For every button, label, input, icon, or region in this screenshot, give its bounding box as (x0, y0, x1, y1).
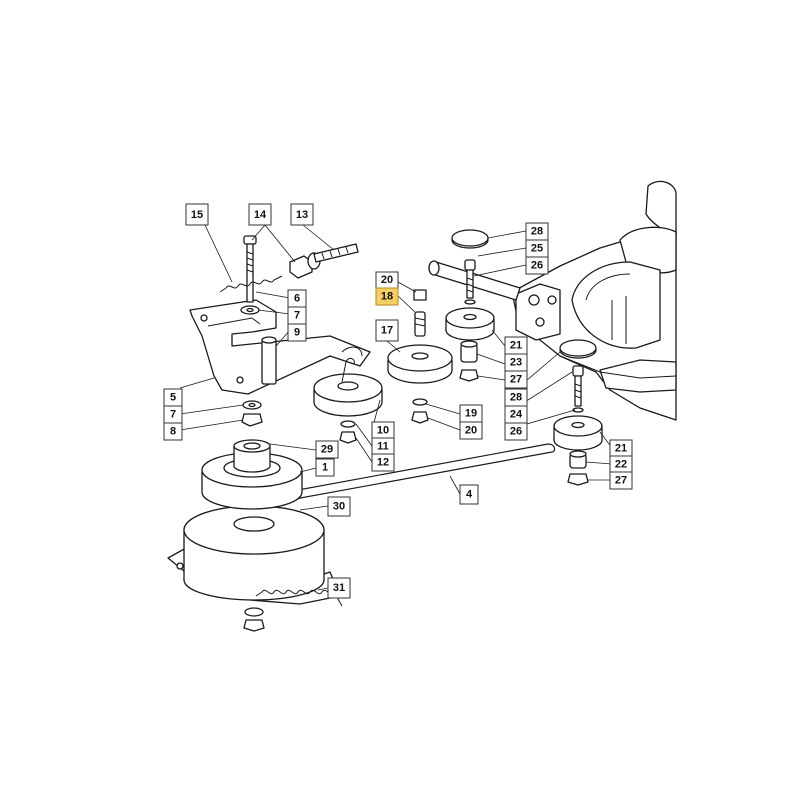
callout-1: 1 (315, 458, 335, 477)
callout-6: 6 (287, 289, 307, 308)
callout-4: 4 (459, 484, 479, 505)
callout-30: 30 (327, 496, 351, 517)
electric-clutch-30 (167, 505, 341, 605)
callout-20-bottom: 20 (459, 421, 483, 440)
callout-4-text: 4 (466, 489, 473, 501)
callout-31-text: 31 (333, 582, 345, 594)
callout-14: 14 (248, 203, 272, 226)
washer-nut-7-8 (241, 400, 263, 427)
drive-belt-4 (259, 443, 556, 506)
callout-26-bottom-text: 26 (510, 426, 522, 438)
callout-31: 31 (327, 577, 351, 599)
callout-29: 29 (315, 440, 339, 459)
callout-7-bottom-text: 7 (170, 409, 176, 421)
callout-26-top-text: 26 (531, 260, 543, 272)
callout-28-bottom: 28 (504, 388, 528, 407)
callout-8-text: 8 (170, 426, 176, 438)
callout-9-text: 9 (294, 327, 300, 339)
callout-15: 15 (185, 203, 209, 226)
callout-27-top: 27 (504, 370, 528, 389)
callout-13-text: 13 (296, 209, 308, 221)
callout-10-text: 10 (377, 425, 389, 437)
callout-21-top-text: 21 (510, 340, 522, 352)
callout-11: 11 (371, 437, 395, 456)
callout-9: 9 (287, 323, 307, 342)
callout-5: 5 (163, 388, 183, 407)
callout-8: 8 (163, 422, 183, 441)
callout-24-text: 24 (510, 409, 523, 421)
callout-19-text: 19 (465, 408, 477, 420)
callout-27-bottom: 27 (609, 471, 633, 490)
callout-10: 10 (371, 421, 395, 440)
callout-21-top: 21 (504, 336, 528, 355)
pulley-17 (387, 289, 453, 424)
callout-7-bottom: 7 (163, 405, 183, 424)
callout-6-text: 6 (294, 293, 300, 305)
callout-23: 23 (504, 353, 528, 372)
callout-28-bottom-text: 28 (510, 392, 522, 404)
spring-15 (219, 275, 283, 293)
callout-29-text: 29 (321, 444, 333, 456)
callout-25-text: 25 (531, 243, 543, 255)
callout-labels: 15 14 13 6 7 9 5 7 8 20 18 17 28 25 26 2… (163, 203, 633, 599)
callout-20-top: 20 (375, 271, 399, 289)
pulley-21-upper (445, 229, 495, 382)
bolt-6 (240, 235, 260, 315)
callout-17-text: 17 (381, 325, 393, 337)
callout-26-bottom: 26 (504, 422, 528, 441)
callout-18: 18 (375, 287, 399, 306)
callout-23-text: 23 (510, 357, 522, 369)
callout-12: 12 (371, 453, 395, 472)
callout-18-text: 18 (381, 291, 393, 303)
callout-20-bottom-text: 20 (465, 425, 477, 437)
callout-5-text: 5 (170, 392, 176, 404)
transaxle-housing (428, 180, 677, 421)
callout-26-top: 26 (525, 256, 549, 275)
callout-30-text: 30 (333, 501, 345, 513)
threaded-rod-13 (313, 243, 359, 263)
callout-12-text: 12 (377, 457, 389, 469)
callout-27-top-text: 27 (510, 374, 522, 386)
callout-20-top-text: 20 (381, 274, 393, 286)
callout-21-bottom-text: 21 (615, 443, 627, 455)
callout-27-bottom-text: 27 (615, 475, 627, 487)
callout-1-text: 1 (322, 462, 328, 474)
callout-22: 22 (609, 455, 633, 474)
callout-7-top-text: 7 (294, 310, 300, 322)
callout-13: 13 (290, 203, 314, 226)
callout-7-top: 7 (287, 306, 307, 325)
callout-21-bottom: 21 (609, 439, 633, 458)
callout-19: 19 (459, 404, 483, 423)
callout-28-top-text: 28 (531, 226, 543, 238)
callout-17: 17 (375, 319, 399, 342)
bracket-5 (189, 299, 371, 395)
callout-15-text: 15 (191, 209, 203, 221)
callout-11-text: 11 (377, 441, 389, 453)
callout-25: 25 (525, 239, 549, 258)
callout-28-top: 28 (525, 222, 549, 241)
main-pulley-1 (201, 439, 303, 510)
callout-24: 24 (504, 405, 528, 424)
idler-pulley-10 (313, 357, 383, 444)
callout-14-text: 14 (254, 209, 267, 221)
pulley-21-lower (553, 339, 603, 486)
callout-22-text: 22 (615, 459, 627, 471)
